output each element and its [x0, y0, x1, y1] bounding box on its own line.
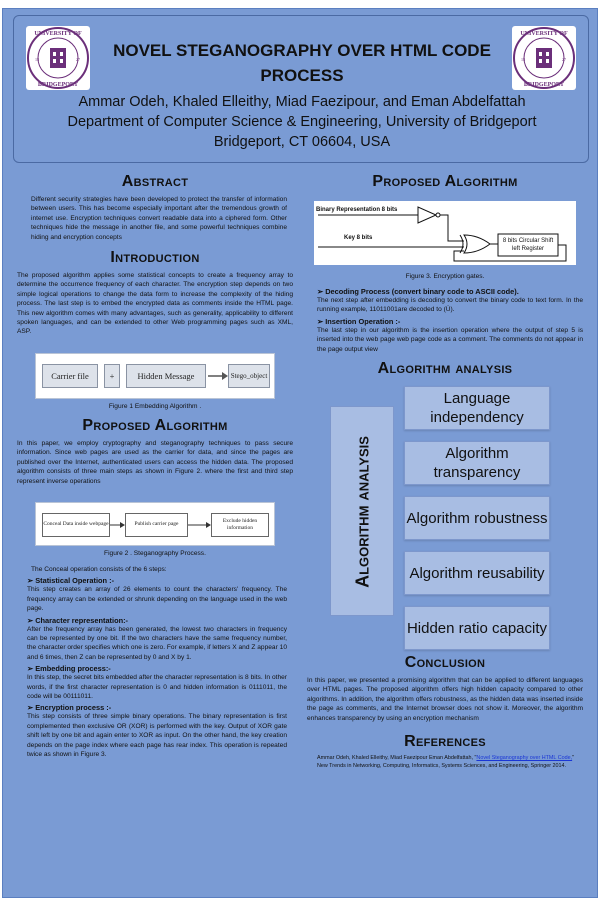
university-logo-left: UNIVERSITY OF BRIDGEPORT 18 27 — [26, 26, 90, 90]
poster-title: NOVEL STEGANOGRAPHY OVER HTML CODE PROCE… — [113, 41, 491, 85]
stego-object-box: Stego_object — [228, 363, 270, 388]
plus-box: + — [104, 363, 120, 388]
figure-2-caption: Figure 2 . Steganography Process. — [104, 549, 206, 557]
key-label: Key 8 bits — [344, 235, 373, 241]
abstract-text: Different security strategies have been … — [31, 196, 287, 241]
step-text: In this step, the secret bits embedded a… — [27, 674, 287, 700]
carrier-file-box: Carrier file — [42, 363, 98, 388]
analysis-item: Language independency — [404, 386, 550, 431]
conceal-data-box: Conceal Data inside webpage — [42, 512, 110, 537]
exclude-hidden-box: Exclude hidden information — [211, 512, 269, 537]
figure-1-caption: Figure 1 Embedding Algorithm . — [108, 402, 202, 410]
decoding-text: The next step after embedding is decodin… — [317, 297, 583, 314]
decoding-title: ➢Decoding Process (convert binary code t… — [317, 287, 519, 296]
author-block: Ammar Odeh, Khaled Elleithy, Miad Faezip… — [24, 92, 580, 152]
step-title: ➢Encryption process :- — [27, 703, 112, 713]
conceal-intro: The Conceal operation consists of the 6 … — [31, 565, 167, 573]
figure-2-steganography: Conceal Data inside webpage Publish carr… — [35, 501, 275, 546]
decoding-section: ➢Decoding Process (convert binary code t… — [307, 287, 583, 326]
step-title: ➢Embedding process:- — [27, 664, 111, 674]
shift-register-label: 8 bits Circular Shift left Register — [502, 238, 554, 252]
publish-carrier-box: Publish carrier page — [125, 512, 188, 537]
proposed-algorithm-heading-right: Proposed Algorithm — [372, 173, 518, 190]
figure-3-caption: Figure 3. Encryption gates. — [405, 273, 485, 280]
analysis-item: Hidden ratio capacity — [404, 606, 550, 651]
step-text: This step creates an array of 26 element… — [27, 586, 287, 613]
references-heading: References — [404, 733, 486, 751]
analysis-item: Algorithm transparency — [404, 441, 550, 486]
svg-text:BRIDGEPORT: BRIDGEPORT — [38, 82, 78, 88]
figure-1-embedding: Carrier file + Hidden Message Stego_obje… — [35, 352, 275, 399]
svg-text:18: 18 — [35, 57, 39, 62]
poster: UNIVERSITY OF BRIDGEPORT 18 27 UNIVERSIT… — [2, 8, 598, 898]
left-column: Abstract Different security strategies h… — [17, 173, 293, 759]
reference-entry: Ammar Odeh, Khaled Elleithy, Miad Faezip… — [317, 755, 575, 769]
abstract-heading: Abstract — [121, 173, 189, 190]
svg-text:UNIVERSITY OF: UNIVERSITY OF — [34, 31, 82, 37]
step-text: This step consists of three simple binar… — [27, 713, 287, 758]
svg-text:18: 18 — [521, 57, 525, 62]
svg-text:BRIDGEPORT: BRIDGEPORT — [524, 82, 564, 88]
insertion-text: The last step in our algorithm is the in… — [317, 326, 583, 353]
step-text: After the frequency array has been gener… — [27, 625, 287, 661]
analysis-vertical-label-box: Algorithm analysis — [330, 406, 394, 617]
conclusion-text: In this paper, we presented a promising … — [307, 677, 583, 722]
proposed-algorithm-text: In this paper, we employ cryptography an… — [17, 439, 293, 485]
binary-representation-label: Binary Representation 8 bits — [316, 207, 398, 213]
figure-3-encryption-gates: Binary Representation 8 bits Key 8 bits … — [314, 201, 576, 265]
svg-text:27: 27 — [76, 57, 80, 62]
svg-text:UNIVERSITY OF: UNIVERSITY OF — [520, 31, 568, 37]
conceal-steps: ➢Statistical Operation :- This step crea… — [17, 576, 293, 759]
algorithm-analysis-heading: Algorithm analysis — [377, 360, 513, 378]
algorithm-analysis-diagram: Algorithm analysis Language independency… — [330, 386, 560, 651]
authors-line: Ammar Odeh, Khaled Elleithy, Miad Faezip… — [78, 94, 526, 110]
conclusion-heading: Conclusion — [404, 654, 486, 672]
department-line: Department of Computer Science & Enginee… — [67, 114, 537, 130]
proposed-algorithm-heading-left: Proposed Algorithm — [82, 416, 228, 434]
address-line: Bridgeport, CT 06604, USA — [213, 134, 391, 150]
introduction-heading: Introduction — [110, 249, 200, 267]
right-column: Proposed Algorithm Binary Representation… — [307, 173, 583, 770]
poster-header: UNIVERSITY OF BRIDGEPORT 18 27 UNIVERSIT… — [13, 15, 589, 163]
university-logo-right: UNIVERSITY OF BRIDGEPORT 18 27 — [512, 26, 576, 90]
hidden-message-box: Hidden Message — [126, 363, 206, 388]
introduction-text: The proposed algorithm applies some stat… — [17, 272, 293, 336]
svg-text:27: 27 — [562, 57, 566, 62]
analysis-item: Algorithm robustness — [404, 496, 550, 541]
analysis-item: Algorithm reusability — [404, 551, 550, 596]
step-title: ➢Character representation:- — [27, 615, 129, 625]
reference-link[interactable]: Novel Steganography over HTML Code, — [476, 755, 573, 762]
step-title: ➢Statistical Operation :- — [27, 576, 115, 586]
insertion-title: ➢Insertion Operation :- — [317, 316, 401, 326]
analysis-vertical-label: Algorithm analysis — [352, 436, 373, 588]
